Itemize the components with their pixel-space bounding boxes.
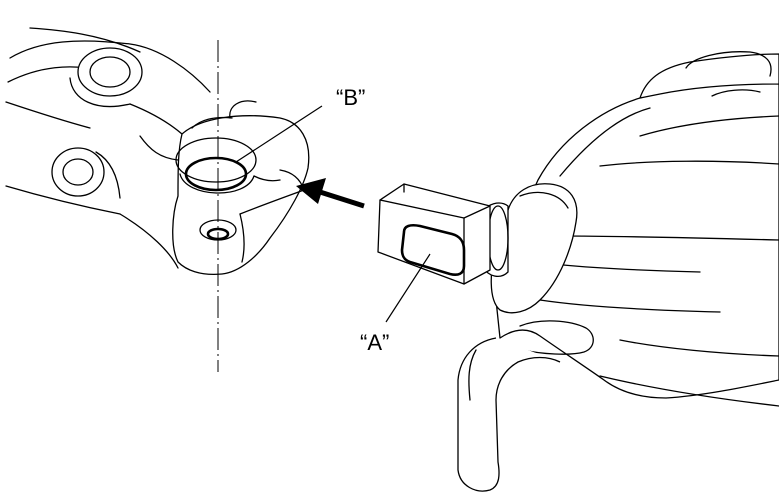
input-shaft xyxy=(377,183,509,285)
callout-a: “A” xyxy=(360,253,431,355)
insertion-arrow xyxy=(296,178,365,209)
label-a: “A” xyxy=(360,330,389,355)
callout-b: “B” xyxy=(235,85,365,163)
universal-joint-yoke xyxy=(5,27,310,276)
label-b: “B” xyxy=(336,85,365,110)
gearbox-housing xyxy=(457,51,779,492)
